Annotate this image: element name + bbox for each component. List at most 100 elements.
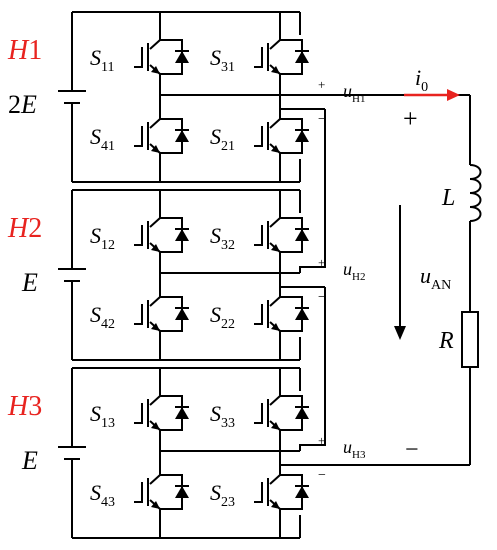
terminal-voltage-label: uH3 [343, 437, 366, 461]
inductor-label: L [441, 185, 455, 211]
switch-tl-emitter-arrow [151, 66, 160, 74]
switch-tl-gate-wire [134, 47, 143, 68]
switch-tl-collector-wire [149, 203, 161, 228]
output-voltage-label-sub: AN [431, 278, 451, 293]
cell-name: H1 [7, 35, 42, 66]
terminal-marks-h1: +−uH1 [318, 77, 365, 127]
switch-tr-diode-triangle [295, 51, 309, 63]
switch-bl-diode-triangle [175, 130, 189, 142]
switch-tl-gate-wire [134, 403, 143, 424]
source-label: 2E [8, 90, 37, 119]
inductor-coil [469, 164, 482, 222]
switch-br-label: S21 [210, 124, 235, 154]
switch-tr-label: S32 [210, 223, 235, 253]
switch-tl-emitter-arrow [151, 422, 160, 430]
switch-tr-label-main: S [210, 45, 221, 70]
switch-bl-gate-wire [134, 126, 143, 147]
terminal-marks-h3: +−uH3 [318, 433, 366, 483]
switch-br-label-sub: 21 [221, 139, 235, 154]
switch-tl-diode-triangle [175, 229, 189, 241]
switch-br-diode-triangle [295, 486, 309, 498]
switch-br-emitter-arrow [271, 501, 280, 509]
terminal-voltage-label-main: u [343, 437, 352, 457]
switch-br-label-main: S [210, 480, 221, 505]
switch-tr-label-main: S [210, 401, 221, 426]
load-layer: i0 + − uAN L R [394, 65, 482, 465]
output-minus-sign: − [405, 437, 419, 463]
switch-tr-label-sub: 33 [221, 416, 235, 431]
switch-tr-gate-wire [254, 225, 263, 246]
switch-tl-label: S13 [90, 401, 115, 431]
switch-tr-collector-wire [269, 25, 281, 50]
switch-bl-diode-triangle [175, 308, 189, 320]
h1-to-h2-link [299, 109, 326, 273]
source-label: E [21, 446, 38, 475]
source-symbol: E [20, 90, 37, 119]
switch-tr-label-main: S [210, 223, 221, 248]
switch-tr-label: S33 [210, 401, 235, 431]
terminal-voltage-label-main: u [343, 259, 352, 279]
switch-tl-diode-triangle [175, 407, 189, 419]
cell-name-letter: H [7, 213, 30, 244]
switch-tr-label-sub: 32 [221, 238, 235, 253]
terminal-plus: + [318, 433, 325, 448]
switch-br-diode-triangle [295, 308, 309, 320]
terminal-plus-main: + [318, 255, 325, 270]
output-voltage-label-main: u [420, 263, 431, 288]
terminal-voltage-label: uH2 [343, 259, 365, 283]
switch-bl-collector-wire [149, 282, 161, 307]
switch-tr-gate-wire [254, 47, 263, 68]
current-label-main: i [415, 65, 421, 90]
switch-bl-label-sub: 42 [101, 317, 115, 332]
switch-bl-label: S42 [90, 302, 115, 332]
output-plus-sign: + [403, 104, 418, 133]
switch-tr-diode-triangle [295, 229, 309, 241]
terminal-minus-main: − [318, 290, 326, 305]
output-voltage-label: uAN [420, 263, 451, 293]
switch-br-label: S23 [210, 480, 235, 510]
switch-tl-gate-wire [134, 225, 143, 246]
switch-tl-label-sub: 13 [101, 416, 115, 431]
resistor-label: R [438, 328, 454, 354]
terminal-plus-main: + [318, 433, 325, 448]
switch-bl-label-sub: 41 [101, 139, 115, 154]
source-coef: 2 [8, 90, 21, 119]
switch-br-emitter-arrow [271, 145, 280, 153]
cell-name-letter: H [7, 35, 30, 66]
resistor-body [461, 311, 479, 368]
switch-tr-emitter-arrow [271, 66, 280, 74]
switch-bl-gate-wire [134, 304, 143, 325]
cell-name-number: 2 [28, 213, 42, 244]
terminal-voltage-label-sub: H3 [352, 449, 366, 461]
terminal-voltage-label-sub: H1 [352, 93, 365, 105]
switch-br-gate-wire [254, 126, 263, 147]
cascade-interconnect [299, 94, 470, 466]
switch-tl-label: S12 [90, 223, 115, 253]
switch-tr-emitter-arrow [271, 422, 280, 430]
terminal-minus-main: − [318, 112, 326, 127]
switch-bl-label: S41 [90, 124, 115, 154]
cell-name-letter: H [7, 391, 30, 422]
switch-tr-collector-wire [269, 203, 281, 228]
terminal-marks-h2: + − uH2 [318, 255, 365, 305]
switch-bl-label-sub: 43 [101, 495, 115, 510]
terminal-voltage-label-sub: H2 [352, 271, 365, 283]
source-symbol: E [21, 446, 38, 475]
switch-tl-collector-wire [149, 381, 161, 406]
output-minus-sign-main: − [405, 437, 419, 463]
switch-tl-collector-wire [149, 25, 161, 50]
current-label: i0 [415, 65, 428, 95]
output-plus-sign-main: + [403, 104, 418, 133]
source-label: E [21, 268, 38, 297]
terminal-plus-main: + [318, 77, 325, 92]
switch-tl-label-main: S [90, 401, 101, 426]
switch-tl-label-sub: 12 [101, 238, 115, 253]
switch-tr-label-sub: 31 [221, 60, 235, 75]
switch-tl-label-sub: 11 [101, 60, 114, 75]
switch-bl-collector-wire [149, 104, 161, 129]
switch-bl-emitter-arrow [151, 501, 160, 509]
